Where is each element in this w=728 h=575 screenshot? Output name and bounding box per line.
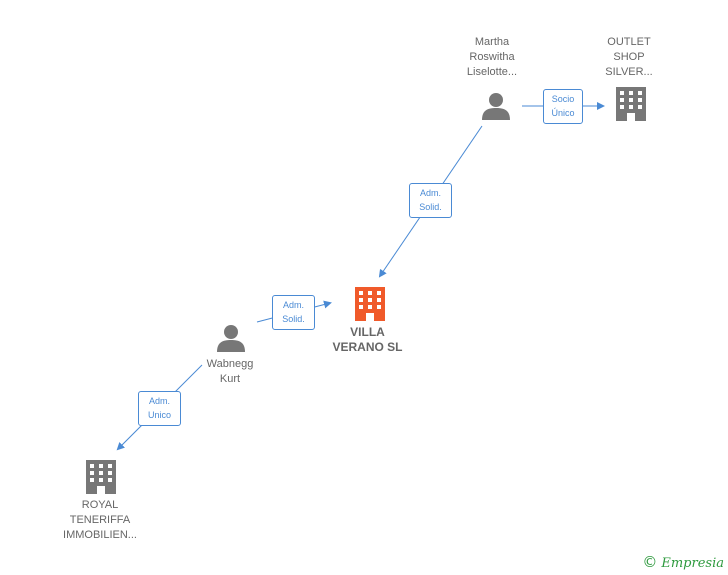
label-line: Liselotte... [466,66,518,78]
node-label-outlet[interactable]: OUTLET SHOP SILVER... [593,35,665,80]
person-icon[interactable] [481,91,511,121]
building-icon[interactable] [616,87,646,121]
edge-label-line: Adm. [282,300,304,310]
edge-label-line: Adm. [419,188,441,198]
edge-label-line: Unico [147,410,171,420]
main-company-building-icon[interactable] [355,287,385,321]
node-label-wabnegg[interactable]: Wabnegg Kurt [190,357,270,387]
label-line: SHOP [613,51,645,63]
copyright-icon: © [642,553,658,571]
node-label-villa[interactable]: VILLA VERANO SL [320,325,415,355]
brand-watermark: ©Empresia [642,553,724,571]
edge-label-line: Adm. [148,396,170,406]
label-line: Martha [474,36,510,48]
edge-label-line: Solid. [419,202,442,212]
brand-name: Empresia [661,556,724,571]
edge-label-adm-solid-wabnegg[interactable]: Adm. Solid. [272,295,315,330]
label-line: TENERIFFA [69,514,131,526]
edge-label-line: Único [551,108,575,118]
node-label-royal[interactable]: ROYAL TENERIFFA IMMOBILIEN... [50,498,150,543]
label-line: Roswitha [469,51,515,63]
node-label-martha[interactable]: Martha Roswitha Liselotte... [452,35,532,80]
label-line: Wabnegg [206,358,254,370]
edge-label-adm-unico[interactable]: Adm. Unico [138,391,181,426]
edge-label-socio-unico[interactable]: Socio Único [543,89,583,124]
edge-label-line: Socio [551,94,575,104]
edge-label-adm-solid-martha[interactable]: Adm. Solid. [409,183,452,218]
label-line: VILLA [350,325,385,339]
label-line: VERANO SL [332,340,403,354]
edge-label-line: Solid. [282,314,305,324]
building-icon[interactable] [86,460,116,494]
person-icon[interactable] [216,323,246,353]
label-line: IMMOBILIEN... [63,529,137,541]
label-line: OUTLET [607,36,651,48]
label-line: Kurt [219,373,241,385]
label-line: ROYAL [81,499,119,511]
label-line: SILVER... [605,66,653,78]
